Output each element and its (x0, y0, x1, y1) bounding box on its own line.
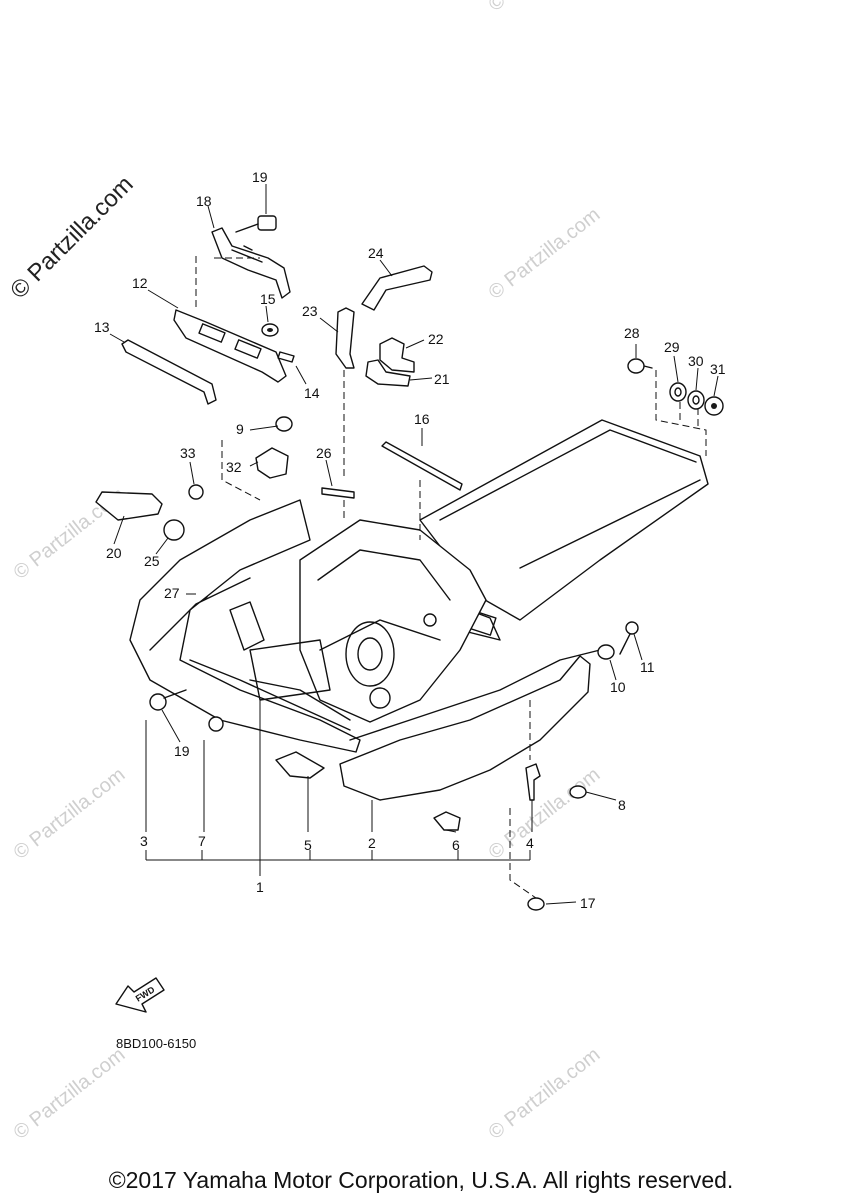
part-15-nut (261, 323, 279, 337)
part-13-bar (121, 339, 217, 405)
callout-18: 18 (196, 193, 212, 209)
watermark-faint: © Partzilla.com (485, 764, 605, 864)
callout-5: 5 (304, 837, 312, 853)
part-5-bracket (275, 751, 325, 779)
watermark-main: © Partzilla.com (5, 171, 138, 304)
copyright-footer: ©2017 Yamaha Motor Corporation, U.S.A. A… (109, 1167, 734, 1193)
part-1-frame (129, 419, 709, 753)
callout-32: 32 (226, 459, 242, 475)
callout-2: 2 (368, 835, 376, 851)
part-8-cap (569, 785, 587, 799)
part-6-clip (433, 811, 461, 831)
callout-25: 25 (144, 553, 160, 569)
callout-19-top: 19 (252, 169, 268, 185)
part-19-bolt-bottom (149, 689, 187, 711)
part-22-block (379, 337, 415, 373)
callout-6: 6 (452, 837, 460, 853)
callout-28: 28 (624, 325, 640, 341)
callout-24: 24 (368, 245, 384, 261)
part-7-plug (208, 716, 224, 732)
part-24-grip (361, 265, 433, 311)
callout-26: 26 (316, 445, 332, 461)
part-26-strip (321, 487, 355, 499)
part-9-nut (275, 416, 293, 432)
part-33-nut (188, 484, 204, 500)
callouts: 19 18 24 12 15 23 13 28 22 29 30 31 21 1… (94, 169, 726, 911)
watermark-faint: © Partzilla.com (485, 204, 605, 304)
part-29-washer (669, 382, 687, 402)
part-31-nut (704, 396, 724, 416)
part-20-guard (95, 491, 163, 521)
callout-4: 4 (526, 835, 534, 851)
callout-12: 12 (132, 275, 148, 291)
fwd-arrow-icon: FWD (115, 977, 165, 1013)
callout-31: 31 (710, 361, 726, 377)
part-14-clip (277, 351, 295, 363)
diagram-code: 8BD100-6150 (116, 1036, 196, 1051)
callout-7: 7 (198, 833, 206, 849)
part-23-bracket (335, 307, 355, 369)
part-11-bolt (619, 621, 639, 655)
watermark-faint: © Partzilla.com (485, 0, 605, 16)
callout-13: 13 (94, 319, 110, 335)
callout-21: 21 (434, 371, 450, 387)
callout-14: 14 (304, 385, 320, 401)
callout-29: 29 (664, 339, 680, 355)
watermark-faint: © Partzilla.com (10, 1044, 130, 1144)
part-17-cap (527, 897, 545, 911)
part-16-rod (381, 441, 463, 491)
callout-20: 20 (106, 545, 122, 561)
callout-9: 9 (236, 421, 244, 437)
callout-30: 30 (688, 353, 704, 369)
callout-33: 33 (180, 445, 196, 461)
part-28-bolt (627, 358, 653, 374)
watermark-faint: © Partzilla.com (10, 764, 130, 864)
callout-11: 11 (640, 659, 655, 675)
part-21-block (365, 359, 411, 387)
callout-8: 8 (618, 797, 626, 813)
callout-19-bottom: 19 (174, 743, 190, 759)
part-32-bracket (255, 447, 289, 479)
callout-15: 15 (260, 291, 276, 307)
part-30-washer (687, 390, 705, 410)
callout-3: 3 (140, 833, 148, 849)
watermark-faint: © Partzilla.com (485, 1044, 605, 1144)
part-10-nut (597, 644, 615, 660)
callout-22: 22 (428, 331, 444, 347)
part-2-side-panel (339, 655, 591, 801)
callout-10: 10 (610, 679, 626, 695)
callout-16: 16 (414, 411, 430, 427)
guide-lines (195, 256, 707, 899)
part-18-bracket (211, 227, 291, 299)
part-25-grommet (163, 519, 185, 541)
part-12-plate (173, 309, 287, 383)
part-4-screw (525, 763, 541, 801)
callout-17: 17 (580, 895, 596, 911)
leader-lines (109, 184, 719, 905)
callout-23: 23 (302, 303, 318, 319)
callout-27: 27 (164, 585, 180, 601)
part-19-bolt-top (235, 215, 277, 233)
callout-1: 1 (256, 879, 264, 895)
